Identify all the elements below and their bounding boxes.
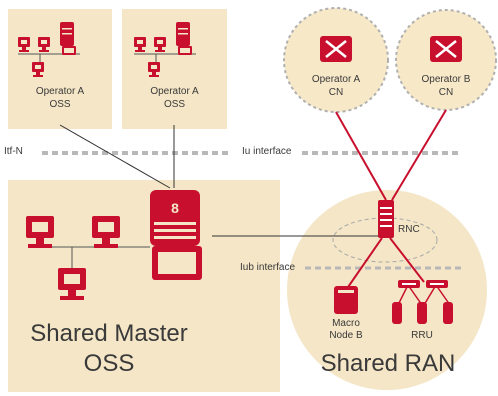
rru-label: RRU (411, 330, 433, 341)
shared-master-oss-title-line2: OSS (83, 350, 135, 377)
cn-a-sub: CN (328, 87, 344, 98)
oss-1-sub: OSS (49, 99, 71, 110)
macro-node-b-line2: Node B (329, 330, 363, 341)
itf-n-label: Itf-N (2, 146, 25, 158)
switch-cross-icon-a (320, 36, 352, 62)
shared-master-oss-panel (8, 180, 280, 392)
oss2-pc-group (134, 22, 196, 77)
cn-a-name: Operator A (311, 74, 361, 85)
iu-interface-label: Iu interface (240, 146, 294, 158)
rru-icon (392, 302, 453, 324)
rnc-dashed-ellipse (332, 217, 438, 263)
cn-b-name: Operator B (421, 74, 471, 85)
switch-cross-icon-b (430, 36, 462, 62)
shared-master-oss-title-line1: Shared Master (30, 320, 188, 347)
oss1-pc-group (18, 22, 80, 77)
node-b-icon (334, 286, 358, 314)
cn-b-sub: CN (438, 87, 454, 98)
oss-2-sub: OSS (163, 99, 186, 110)
svg-text:8: 8 (171, 200, 179, 216)
oss-2-name: Operator A (150, 86, 199, 97)
shared-ran-title: Shared RAN (320, 350, 456, 377)
splitter-icon (398, 280, 448, 288)
oss-1-name: Operator A (35, 86, 85, 97)
operator-a-oss-panel-2 (122, 9, 227, 129)
rru-links (397, 284, 451, 306)
master-oss-pc-group: 8 (26, 190, 202, 300)
oss1-to-master-line (59, 124, 171, 189)
rnc-label: RNC (398, 224, 420, 235)
macro-node-b-line1: Macro (332, 318, 360, 329)
iub-interface-label: Iub interface (240, 262, 296, 273)
rnc-rack-icon (378, 200, 394, 238)
red-links (335, 109, 447, 291)
